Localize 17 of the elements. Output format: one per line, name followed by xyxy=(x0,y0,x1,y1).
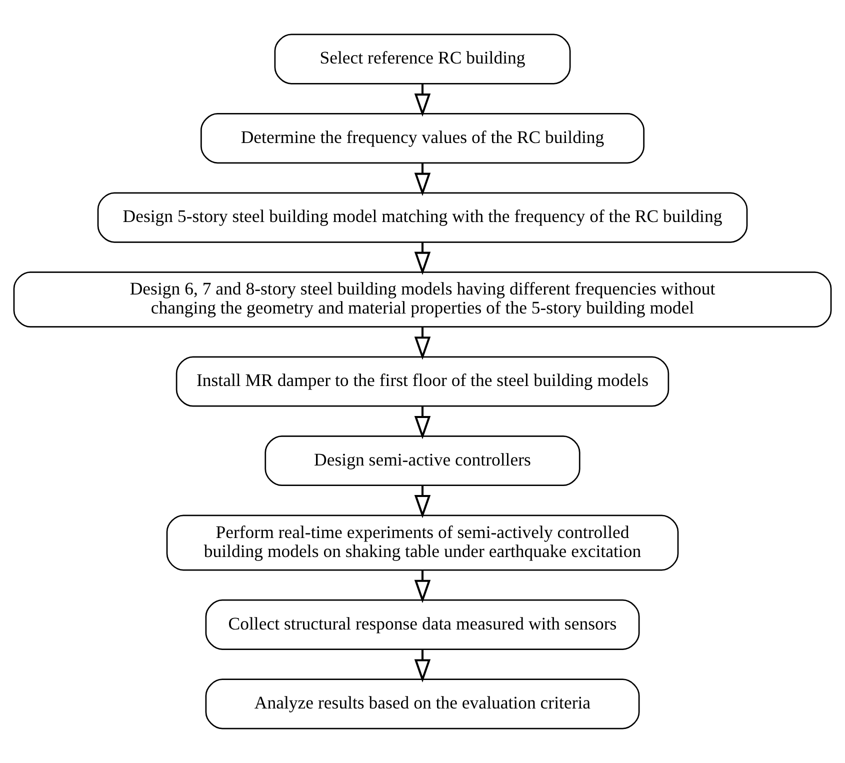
node-box: Analyze results based on the evaluation criteria xyxy=(205,678,640,730)
node-box: Design 5-story steel building model matching with the frequency of the RC building xyxy=(97,192,748,243)
arrow xyxy=(414,570,431,604)
node-box: Collect structural response data measured with sensors xyxy=(205,599,640,650)
node-box: Perform real-time experiments of semi-actively controlled building models on shaking table under earthquake excitation xyxy=(166,514,679,571)
arrow xyxy=(414,406,431,440)
node-box: Design 6, 7 and 8-story steel building models having different frequencies without changing the geometry and material properties of the 5-story building model xyxy=(13,272,832,328)
arrow xyxy=(414,649,431,682)
node-box: Select reference RC building xyxy=(274,34,571,84)
arrow xyxy=(414,327,431,360)
node-box: Determine the frequency values of the RC building xyxy=(200,113,645,164)
arrow xyxy=(414,242,431,276)
node-box: Design semi-active controllers xyxy=(264,435,580,486)
arrow xyxy=(414,163,431,196)
node-box: Install MR damper to the first floor of the steel building models xyxy=(176,356,670,407)
arrow xyxy=(414,485,431,518)
arrow xyxy=(414,84,431,117)
